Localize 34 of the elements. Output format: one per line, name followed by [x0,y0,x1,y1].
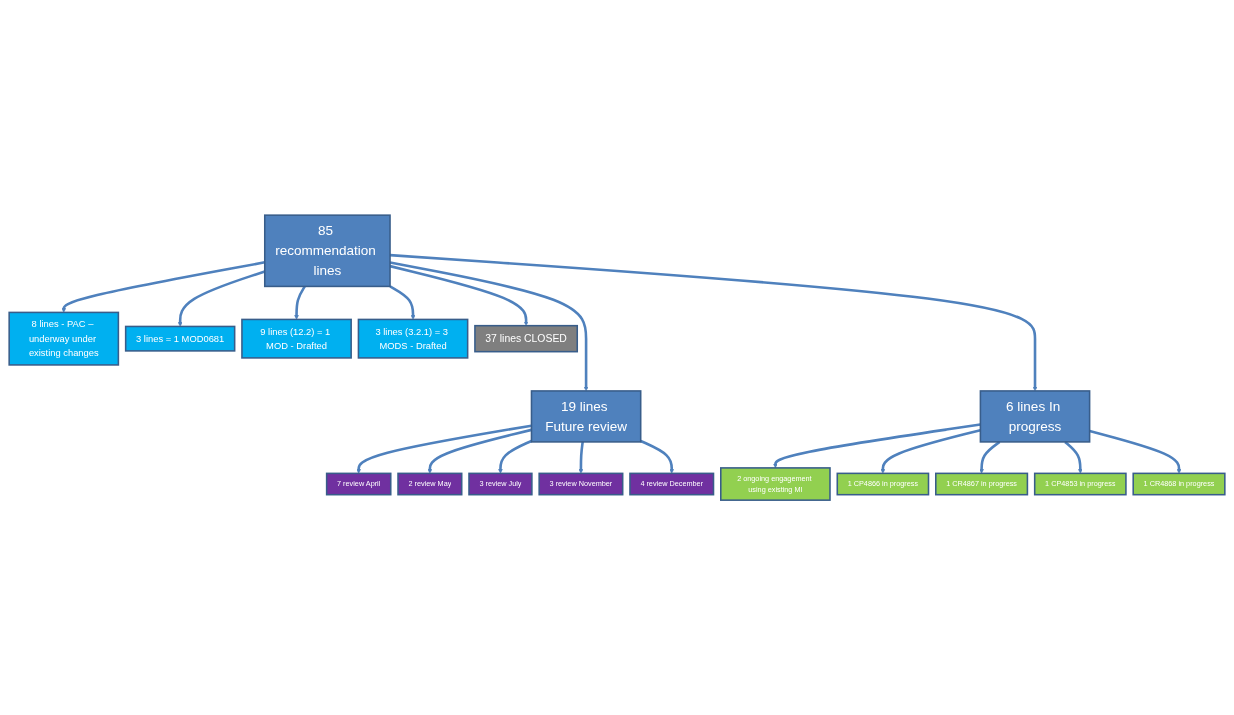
node-box [264,214,391,288]
node-box [474,324,579,353]
node-box [979,390,1091,443]
node-box [397,472,463,496]
arrow [389,264,529,326]
arrow [389,285,416,320]
arrow [640,439,675,474]
arrow [389,253,1038,391]
node-box [124,325,236,352]
arrow [1064,440,1083,474]
node-box [836,472,930,496]
node-box [1132,472,1226,496]
node-box [241,318,352,359]
arrow [427,428,532,474]
node-box [1033,472,1127,496]
arrow [578,441,584,474]
node-box [8,311,120,366]
node-box [468,472,533,496]
arrow [498,439,533,474]
node-box [629,472,715,496]
arrow [979,440,1001,474]
node-box [720,466,831,501]
arrow [294,285,306,320]
arrow [880,428,981,474]
arrow [356,424,532,474]
node-box [530,390,642,443]
node-box [325,472,392,496]
arrow [773,423,981,468]
node-box [538,472,624,496]
arrow [389,261,589,391]
arrow [1089,429,1182,474]
arrow [61,260,265,313]
node-box [935,472,1029,496]
node-box [357,318,469,359]
